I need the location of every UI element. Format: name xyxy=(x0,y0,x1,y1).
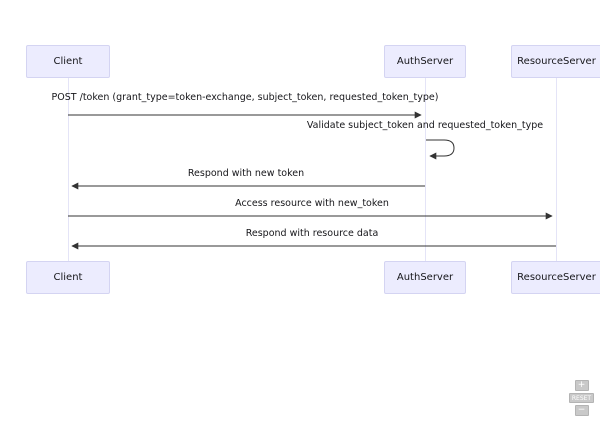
actor-label-auth-top: AuthServer xyxy=(396,56,454,67)
zoom-in-button[interactable]: + xyxy=(574,380,589,391)
actor-label-client-bottom: Client xyxy=(53,272,83,283)
zoom-reset-button[interactable]: RESET xyxy=(569,393,594,403)
message-label-4: Access resource with new_token xyxy=(235,198,389,209)
actor-box-client-bottom[interactable]: Client xyxy=(26,261,110,294)
actor-box-auth-bottom[interactable]: AuthServer xyxy=(384,261,466,294)
message-label-2: Validate subject_token and requested_tok… xyxy=(306,120,544,131)
zoom-out-button[interactable]: − xyxy=(574,405,589,416)
message-label-3: Respond with new token xyxy=(187,168,305,179)
actor-box-client-top[interactable]: Client xyxy=(26,45,110,78)
actor-box-auth-top[interactable]: AuthServer xyxy=(384,45,466,78)
lifeline-client xyxy=(68,78,69,261)
actor-box-resource-bottom[interactable]: ResourceServer xyxy=(511,261,600,294)
zoom-controls: + RESET − xyxy=(569,380,594,416)
actor-box-resource-top[interactable]: ResourceServer xyxy=(511,45,600,78)
lifeline-resource xyxy=(556,78,557,261)
message-label-1: POST /token (grant_type=token-exchange, … xyxy=(51,92,439,103)
message-label-5: Respond with resource data xyxy=(245,228,379,239)
message-arrow-2-self-loop xyxy=(426,139,455,160)
actor-label-client-top: Client xyxy=(53,56,83,67)
actor-label-auth-bottom: AuthServer xyxy=(396,272,454,283)
actor-label-resource-bottom: ResourceServer xyxy=(517,272,596,283)
lifeline-auth xyxy=(425,78,426,261)
actor-label-resource-top: ResourceServer xyxy=(517,56,596,67)
